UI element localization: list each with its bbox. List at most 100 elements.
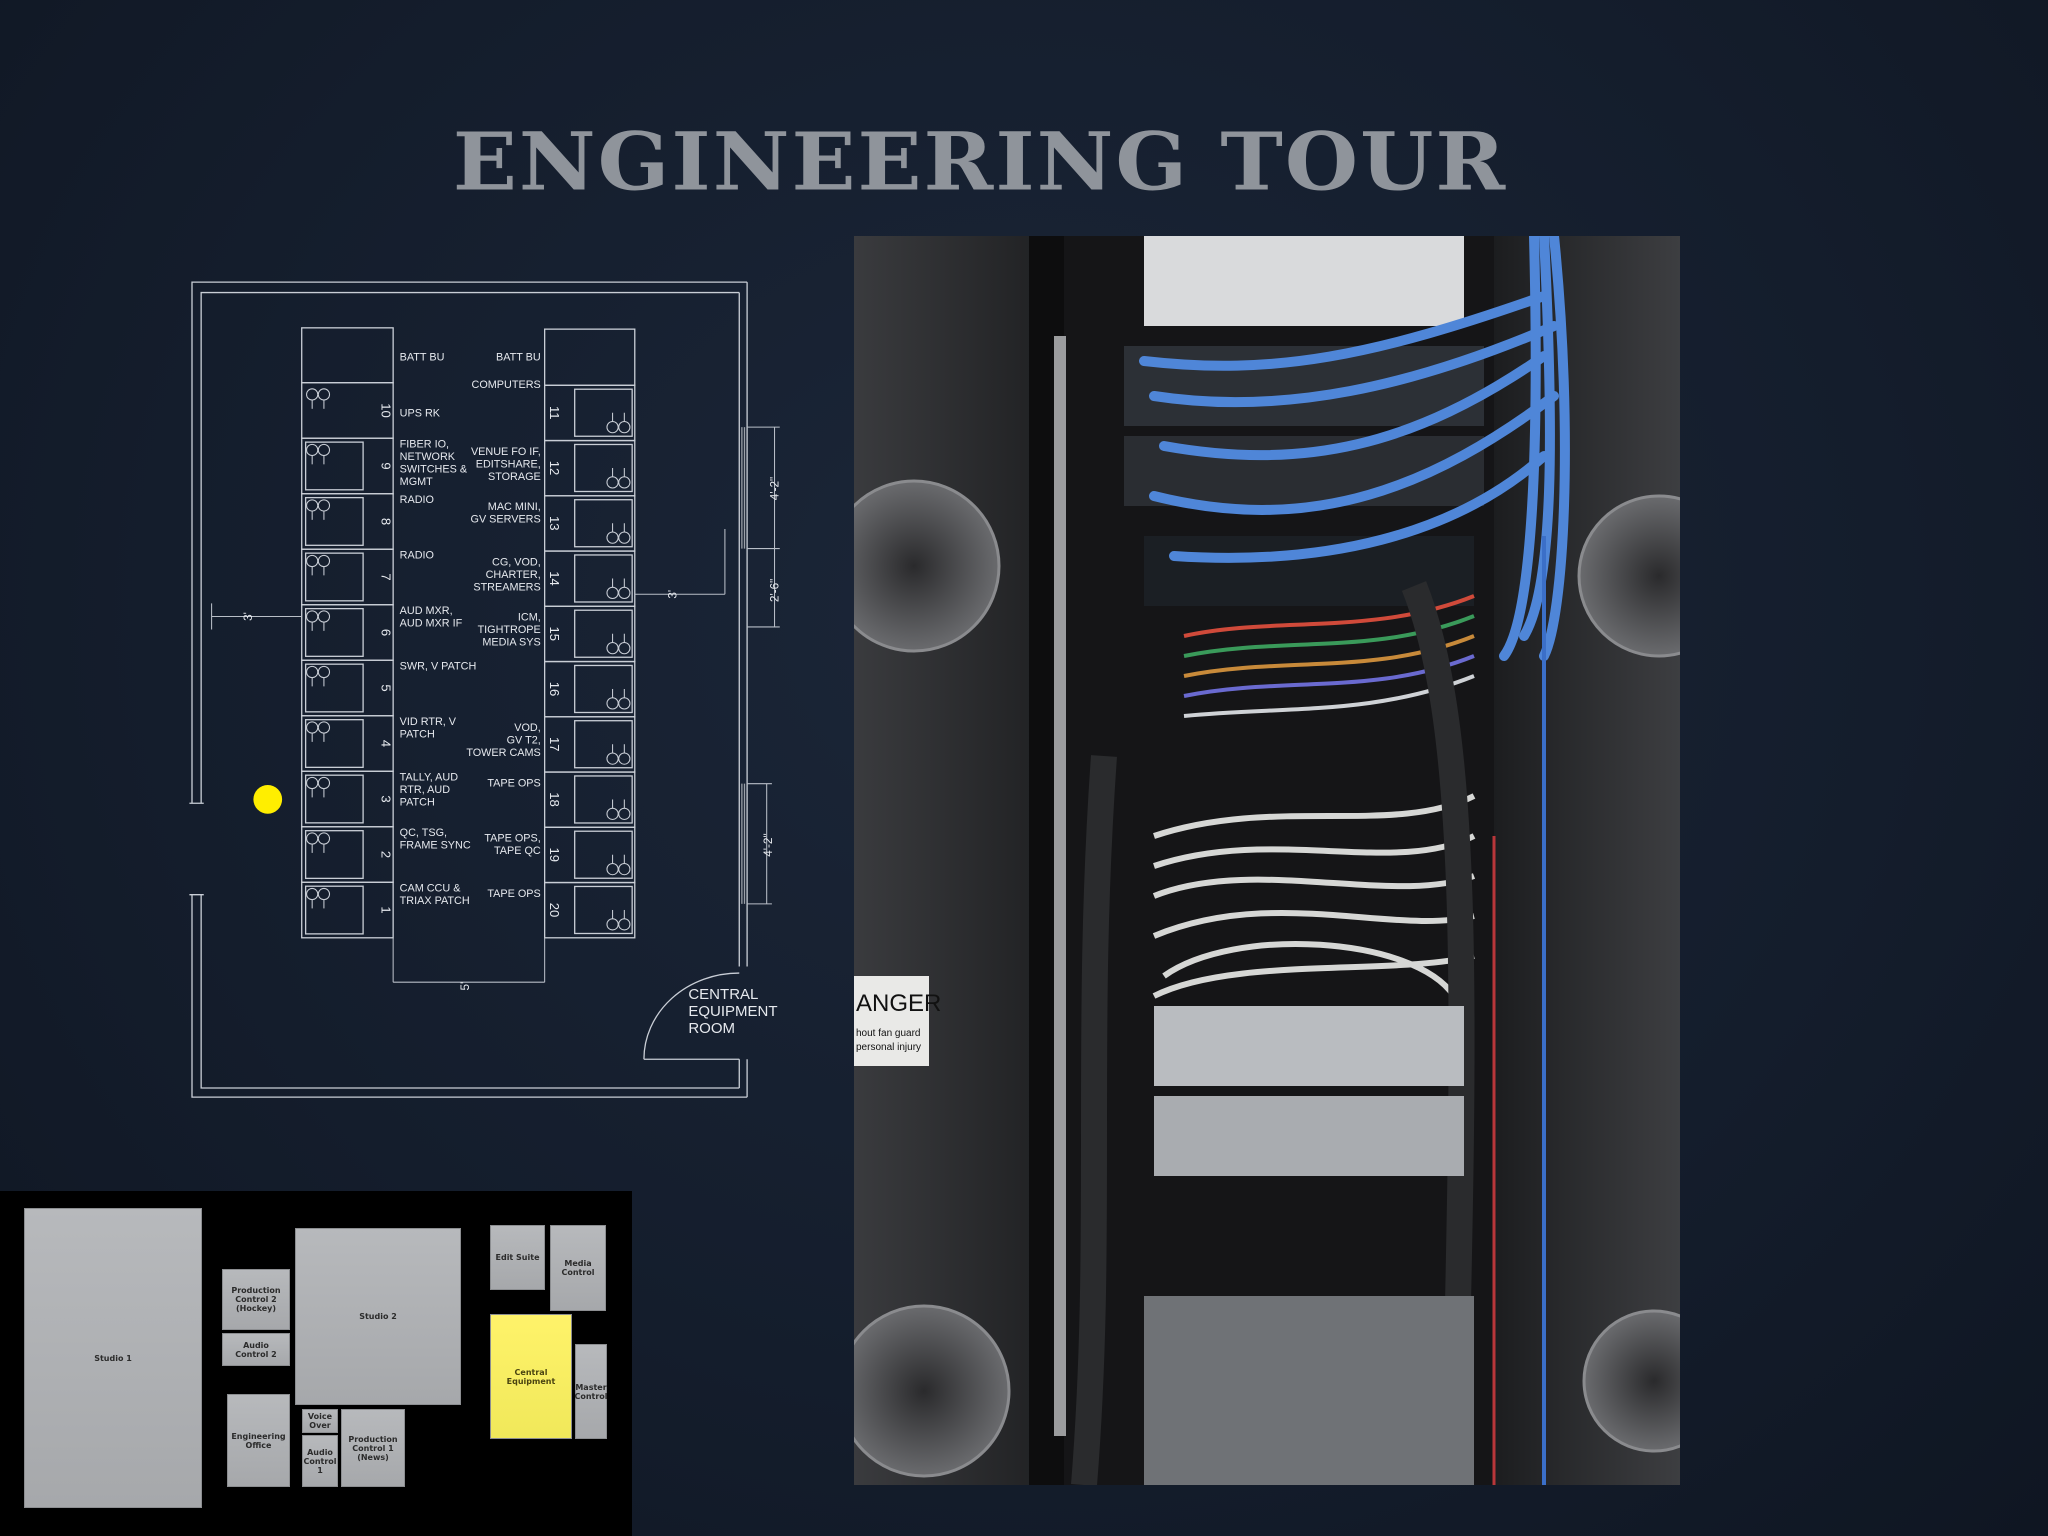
rack-number: 5 [378, 684, 393, 691]
rack-label: AUD MXR IF [400, 617, 463, 629]
rack-number: 8 [378, 518, 393, 525]
svg-text:ANGER: ANGER [856, 990, 941, 1017]
rack-label: SWR, V PATCH [400, 660, 477, 672]
rack-label: TAPE OPS, [484, 833, 540, 845]
power-receptacle-icon [606, 799, 631, 820]
room-production-control-2[interactable]: Production Control 2 (Hockey) [222, 1269, 290, 1330]
rack-label: TAPE OPS [487, 777, 540, 789]
frame-chassis [1154, 1006, 1464, 1086]
power-receptacle-icon [306, 776, 331, 798]
rack-number: 17 [547, 737, 562, 752]
rack-label: CAM CCU & [400, 882, 462, 894]
dimension-lines [211, 426, 780, 983]
power-receptacle-icon [606, 523, 631, 544]
power-receptacle-icon [606, 854, 631, 876]
room-label: Media Control [561, 1259, 595, 1277]
power-receptacle-icon [306, 388, 331, 409]
page-title: ENGINEERING TOUR [452, 114, 1508, 209]
rack-label: QC, TSG, [400, 827, 447, 839]
rack-number: 14 [547, 571, 562, 586]
rack-label: GV SERVERS [471, 514, 541, 526]
rack-label: TOWER CAMS [466, 747, 540, 759]
rack-number: 7 [378, 573, 393, 580]
room-label: Engineering Office [231, 1431, 286, 1450]
rack-label: VOD, [514, 722, 540, 734]
rack-label: MGMT [400, 476, 433, 488]
room-audio-control-2[interactable]: Audio Control 2 [222, 1333, 290, 1366]
rack-number: 13 [547, 516, 562, 531]
power-receptacle-icon [306, 721, 331, 742]
room-label: Studio 2 [359, 1312, 397, 1321]
room-studio-1[interactable]: Studio 1 [24, 1208, 202, 1508]
power-receptacle-icon [606, 467, 631, 489]
power-receptacle-icon [606, 633, 631, 655]
rack-label: TAPE QC [494, 845, 541, 857]
rack-number: 10 [378, 403, 393, 418]
room-voice-over[interactable]: Voice Over [302, 1409, 338, 1433]
power-receptacle-icon [306, 443, 331, 465]
battery-backup-left [301, 327, 394, 384]
walls [189, 281, 748, 1098]
rack-label: MEDIA SYS [482, 637, 540, 649]
rack-20[interactable] [544, 881, 636, 939]
power-receptacle-icon [606, 688, 631, 710]
room-label: Audio Control 1 [303, 1447, 337, 1475]
room-label: Master Control [574, 1382, 608, 1401]
rack-label: BATT BU [496, 351, 541, 363]
door-swing [643, 972, 740, 1060]
room-engineering-office[interactable]: Engineering Office [227, 1394, 290, 1487]
power-receptacle-icon [306, 832, 331, 853]
rack-door-right [1494, 236, 1680, 1485]
power-receptacle-icon [306, 499, 331, 520]
rack-label: VENUE FO IF, [471, 446, 541, 458]
room-production-control-1[interactable]: Production Control 1 (News) [341, 1409, 405, 1487]
rack-label: STREAMERS [473, 581, 540, 593]
room-studio-2[interactable]: Studio 2 [295, 1228, 461, 1405]
rack-label: RADIO [400, 549, 434, 561]
dim-right-clearance: 3' [667, 590, 680, 599]
rack-label: AUD MXR, [400, 605, 453, 617]
rack-label: VID RTR, V [400, 716, 457, 728]
room-media-control[interactable]: Media Control [550, 1225, 606, 1311]
room-label: Edit Suite [495, 1253, 540, 1262]
blue-cable-bundle [1139, 236, 1570, 661]
dim-window-mid: 2'-6" [768, 579, 781, 602]
rack-label: EDITSHARE, [476, 458, 541, 470]
rack-number: 2 [378, 851, 393, 858]
building-minimap: Studio 1 Production Control 2 (Hockey) Aud… [0, 1191, 632, 1536]
dim-window-bottom: 4'-2" [762, 833, 775, 856]
svg-text:hout fan guard: hout fan guard [856, 1028, 921, 1039]
rack-label: CG, VOD, [492, 556, 541, 568]
power-receptacle-icon [606, 744, 631, 765]
rack-number: 6 [378, 629, 393, 636]
fan-icon [854, 479, 1680, 1478]
rack-label: STORAGE [488, 471, 541, 483]
room-edit-suite[interactable]: Edit Suite [490, 1225, 545, 1290]
room-label: Audio Control 2 [235, 1340, 277, 1359]
rack-door-left [854, 236, 1054, 1485]
white-cable-bundle [1152, 793, 1476, 999]
svg-text:personal injury: personal injury [856, 1042, 921, 1053]
danger-sign [854, 976, 929, 1066]
rack-label: ICM, [518, 612, 541, 624]
room-label: Central Equipment [506, 1367, 556, 1386]
server-chassis [1144, 236, 1464, 326]
power-receptacle-icon [606, 412, 631, 434]
room-central-equipment[interactable]: Central Equipment [490, 1314, 572, 1439]
rack-number: 4 [378, 740, 393, 747]
rack-label: TAPE OPS [487, 888, 540, 900]
power-receptacle-icon [306, 887, 331, 909]
room-label: Voice Over [307, 1412, 333, 1430]
rack-number: 3 [378, 795, 393, 802]
dim-aisle: 5' [459, 982, 472, 991]
battery-backup-right [544, 328, 636, 386]
rack-label: UPS RK [400, 408, 441, 420]
rack-1[interactable] [301, 881, 394, 939]
rack-label: FIBER IO, [400, 438, 449, 450]
room-master-control[interactable]: Master Control [574, 1344, 608, 1439]
rack-number: 16 [547, 682, 562, 697]
room-label: Production Control 1 (News) [348, 1434, 398, 1462]
rack-label: RTR, AUD [400, 784, 451, 796]
rack-label: COMPUTERS [472, 379, 541, 391]
room-audio-control-1[interactable]: Audio Control 1 [302, 1435, 338, 1487]
